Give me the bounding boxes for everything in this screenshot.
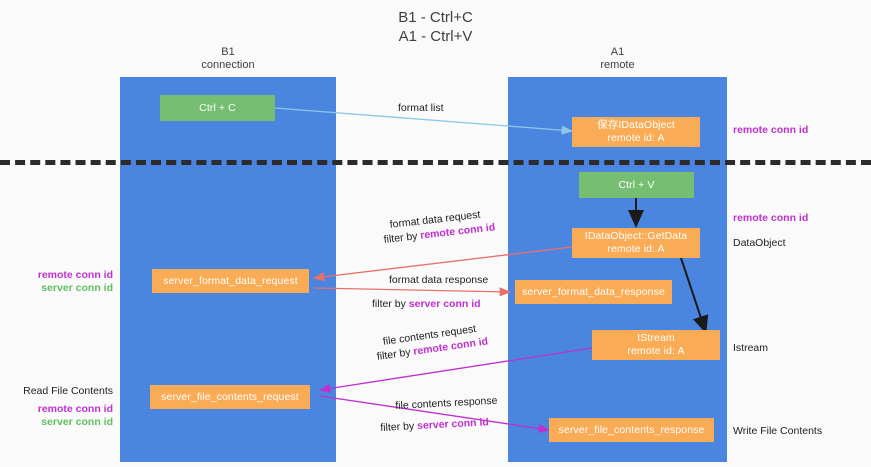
node-idataobject-getdata-line2: remote id: A xyxy=(607,243,665,255)
node-server-format-data-response-label: server_format_data_response xyxy=(522,285,665,298)
right-annotation-top-remote-key: remote conn id xyxy=(733,124,809,136)
node-idataobject-getdata-line1: IDataObject::GetData xyxy=(584,230,688,242)
edge-label-file-contents-response-filter-prefix: filter by xyxy=(380,420,418,434)
column-header-a1-role: remote xyxy=(600,59,635,71)
node-server-format-data-request[interactable]: server_format_data_request xyxy=(152,269,309,293)
edge-label-format-data-response-filter: filter by server conn id xyxy=(372,297,481,311)
edge-label-format-data-response: format data response xyxy=(389,274,489,286)
edge-label-format-data-response-filter-prefix: filter by xyxy=(372,298,409,310)
node-server-file-contents-request[interactable]: server_file_contents_request xyxy=(150,385,310,409)
node-server-file-contents-response-label: server_file_contents_response xyxy=(558,423,705,436)
edge-label-file-contents-request-filter-prefix: filter by xyxy=(376,345,415,363)
right-annotation-write-file-contents: Write File Contents xyxy=(733,425,823,437)
node-save-idataobject[interactable]: 保存IDataObject remote id: A xyxy=(572,117,700,147)
left-annotation-read-file-contents: Read File Contents xyxy=(23,385,113,397)
node-server-format-data-request-label: server_format_data_request xyxy=(163,274,298,287)
column-header-a1-name: A1 xyxy=(610,46,625,58)
node-ctrl-v-label: Ctrl + V xyxy=(618,178,655,191)
node-ctrl-v[interactable]: Ctrl + V xyxy=(579,172,694,198)
left-annotation-format-data-server-key: server conn id xyxy=(41,282,113,294)
column-header-b1-role: connection xyxy=(201,59,255,71)
right-annotation-getdata-remote-key: remote conn id xyxy=(733,212,809,224)
edge-label-file-contents-response-filter-key: server conn id xyxy=(416,416,490,433)
diagram-title-line2: A1 - Ctrl+V xyxy=(398,28,473,45)
node-ctrl-c[interactable]: Ctrl + C xyxy=(160,95,275,121)
edge-format-data-response xyxy=(313,287,512,297)
edge-label-file-contents-response: file contents response xyxy=(395,394,498,412)
right-annotation-dataobject: DataObject xyxy=(733,237,786,249)
node-istream[interactable]: IStream remote id: A xyxy=(592,330,720,360)
node-ctrl-c-label: Ctrl + C xyxy=(199,101,236,114)
right-annotation-istream: Istream xyxy=(733,342,769,354)
edge-label-format-data-request-filter-prefix: filter by xyxy=(383,229,422,246)
edge-label-format-list: format list xyxy=(398,102,444,114)
node-save-idataobject-line1: 保存IDataObject xyxy=(597,119,675,131)
left-annotation-file-contents-remote-key: remote conn id xyxy=(37,403,113,415)
node-istream-line2: remote id: A xyxy=(627,345,685,357)
node-server-file-contents-response[interactable]: server_file_contents_response xyxy=(549,418,714,442)
diagram-title-line1: B1 - Ctrl+C xyxy=(398,9,473,26)
node-server-format-data-response[interactable]: server_format_data_response xyxy=(515,280,672,304)
node-server-file-contents-request-label: server_file_contents_request xyxy=(161,390,299,403)
node-save-idataobject-line2: remote id: A xyxy=(607,132,665,144)
left-annotation-file-contents-server-key: server conn id xyxy=(41,416,113,428)
column-header-b1-name: B1 xyxy=(221,46,235,58)
phase-divider xyxy=(0,160,871,165)
left-annotation-format-data-remote-key: remote conn id xyxy=(37,269,113,281)
edge-label-format-data-response-filter-key: server conn id xyxy=(408,298,481,310)
node-idataobject-getdata[interactable]: IDataObject::GetData remote id: A xyxy=(572,228,700,258)
edge-label-file-contents-response-filter: filter by server conn id xyxy=(380,415,489,435)
node-istream-line1: IStream xyxy=(637,332,675,344)
